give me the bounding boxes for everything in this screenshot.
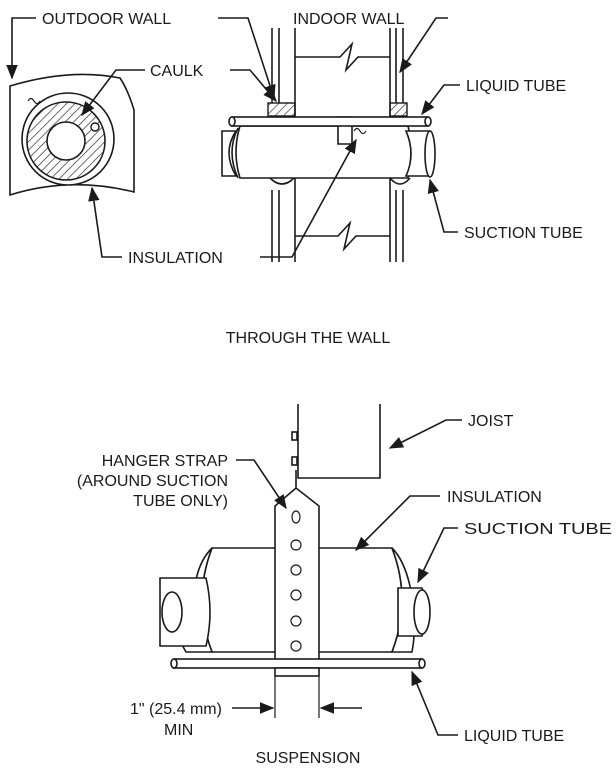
suspension-caption: SUSPENSION (256, 750, 361, 767)
liquid-tube-label: LIQUID TUBE (464, 728, 564, 745)
joist-label: JOIST (468, 413, 514, 430)
indoor-wall-label: INDOOR WALL (293, 11, 405, 28)
liquid-tube-leader (411, 670, 458, 736)
clearance-label-line1: 1" (25.4 mm) (130, 701, 222, 718)
wall-studs (271, 28, 404, 262)
insulation-leader-side-view (260, 138, 357, 258)
clearance-label-line2: MIN (164, 722, 193, 739)
joist (297, 404, 381, 479)
outdoor-wall-leader (6, 17, 36, 80)
hanger-strap-leader (236, 459, 287, 510)
outdoor-wall-end-view (9, 73, 135, 197)
caulk-right (389, 102, 408, 117)
outdoor-wall-stud-leader (218, 17, 276, 100)
liquid-tube-end (90, 122, 100, 132)
outdoor-wall-label: OUTDOOR WALL (42, 11, 171, 28)
suspension-diagram: JOIST HANGER STRAP (AROUND SUCTION TUBE … (77, 404, 612, 767)
suction-tube-leader (427, 178, 458, 233)
insulation-label: INSULATION (447, 489, 542, 506)
hanger-strap (274, 470, 320, 666)
caulk-label: CAULK (150, 63, 204, 80)
hanger-strap-label-line3: TUBE ONLY) (133, 493, 228, 510)
liquid-tube-side-view (228, 116, 432, 127)
through-wall-caption: THROUGH THE WALL (226, 330, 391, 347)
through-wall-diagram: OUTDOOR WALL INDOOR WALL CAULK LIQUID TU… (6, 11, 583, 347)
insulation-leader-end-view (88, 186, 122, 258)
indoor-wall-leader (399, 17, 448, 74)
liquid-tube-label: LIQUID TUBE (466, 78, 566, 95)
joist-leader (388, 419, 462, 449)
hanger-strap-label-line1: HANGER STRAP (102, 453, 228, 470)
caulk-leader-side-view (230, 69, 277, 103)
hanger-strap-label-line2: (AROUND SUCTION (77, 473, 228, 490)
liquid-tube (170, 658, 426, 677)
caulk-left (267, 102, 296, 117)
suction-tube-side-view (221, 116, 436, 185)
suction-tube-label: SUCTION TUBE (464, 225, 583, 242)
insulation-label: INSULATION (128, 250, 223, 267)
insulation-leader (354, 495, 440, 552)
caulk-leader-end-view (81, 69, 145, 117)
suction-tube-end (46, 121, 86, 161)
liquid-tube-leader (421, 84, 460, 116)
suction-tube-leader (417, 527, 458, 584)
suction-tube-label: SUCTION TUBE (464, 521, 612, 538)
